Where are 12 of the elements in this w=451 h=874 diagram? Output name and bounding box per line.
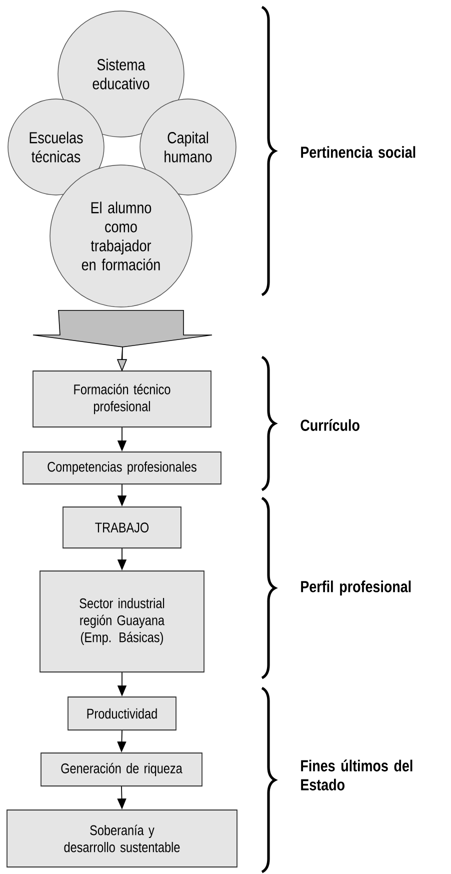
process-box: Sector industrial región Guayana (Emp. Básicas): [40, 570, 204, 672]
block-arrow: [32, 310, 212, 372]
section-label: Perfil profesional: [301, 580, 411, 596]
section-label: Pertinencia social: [301, 146, 416, 158]
process-box: TRABAJO: [62, 506, 182, 548]
process-box: Competencias profesionales: [22, 452, 222, 484]
process-box: Productividad: [68, 696, 176, 730]
process-box: Formación técnico profesional: [32, 370, 212, 428]
section-label: Currículo: [300, 419, 360, 431]
process-box: Generación de riqueza: [40, 752, 202, 786]
process-box: Soberanía y desarrollo sustentable: [6, 810, 238, 868]
section-label: Fines últimos del Estado: [301, 760, 412, 790]
